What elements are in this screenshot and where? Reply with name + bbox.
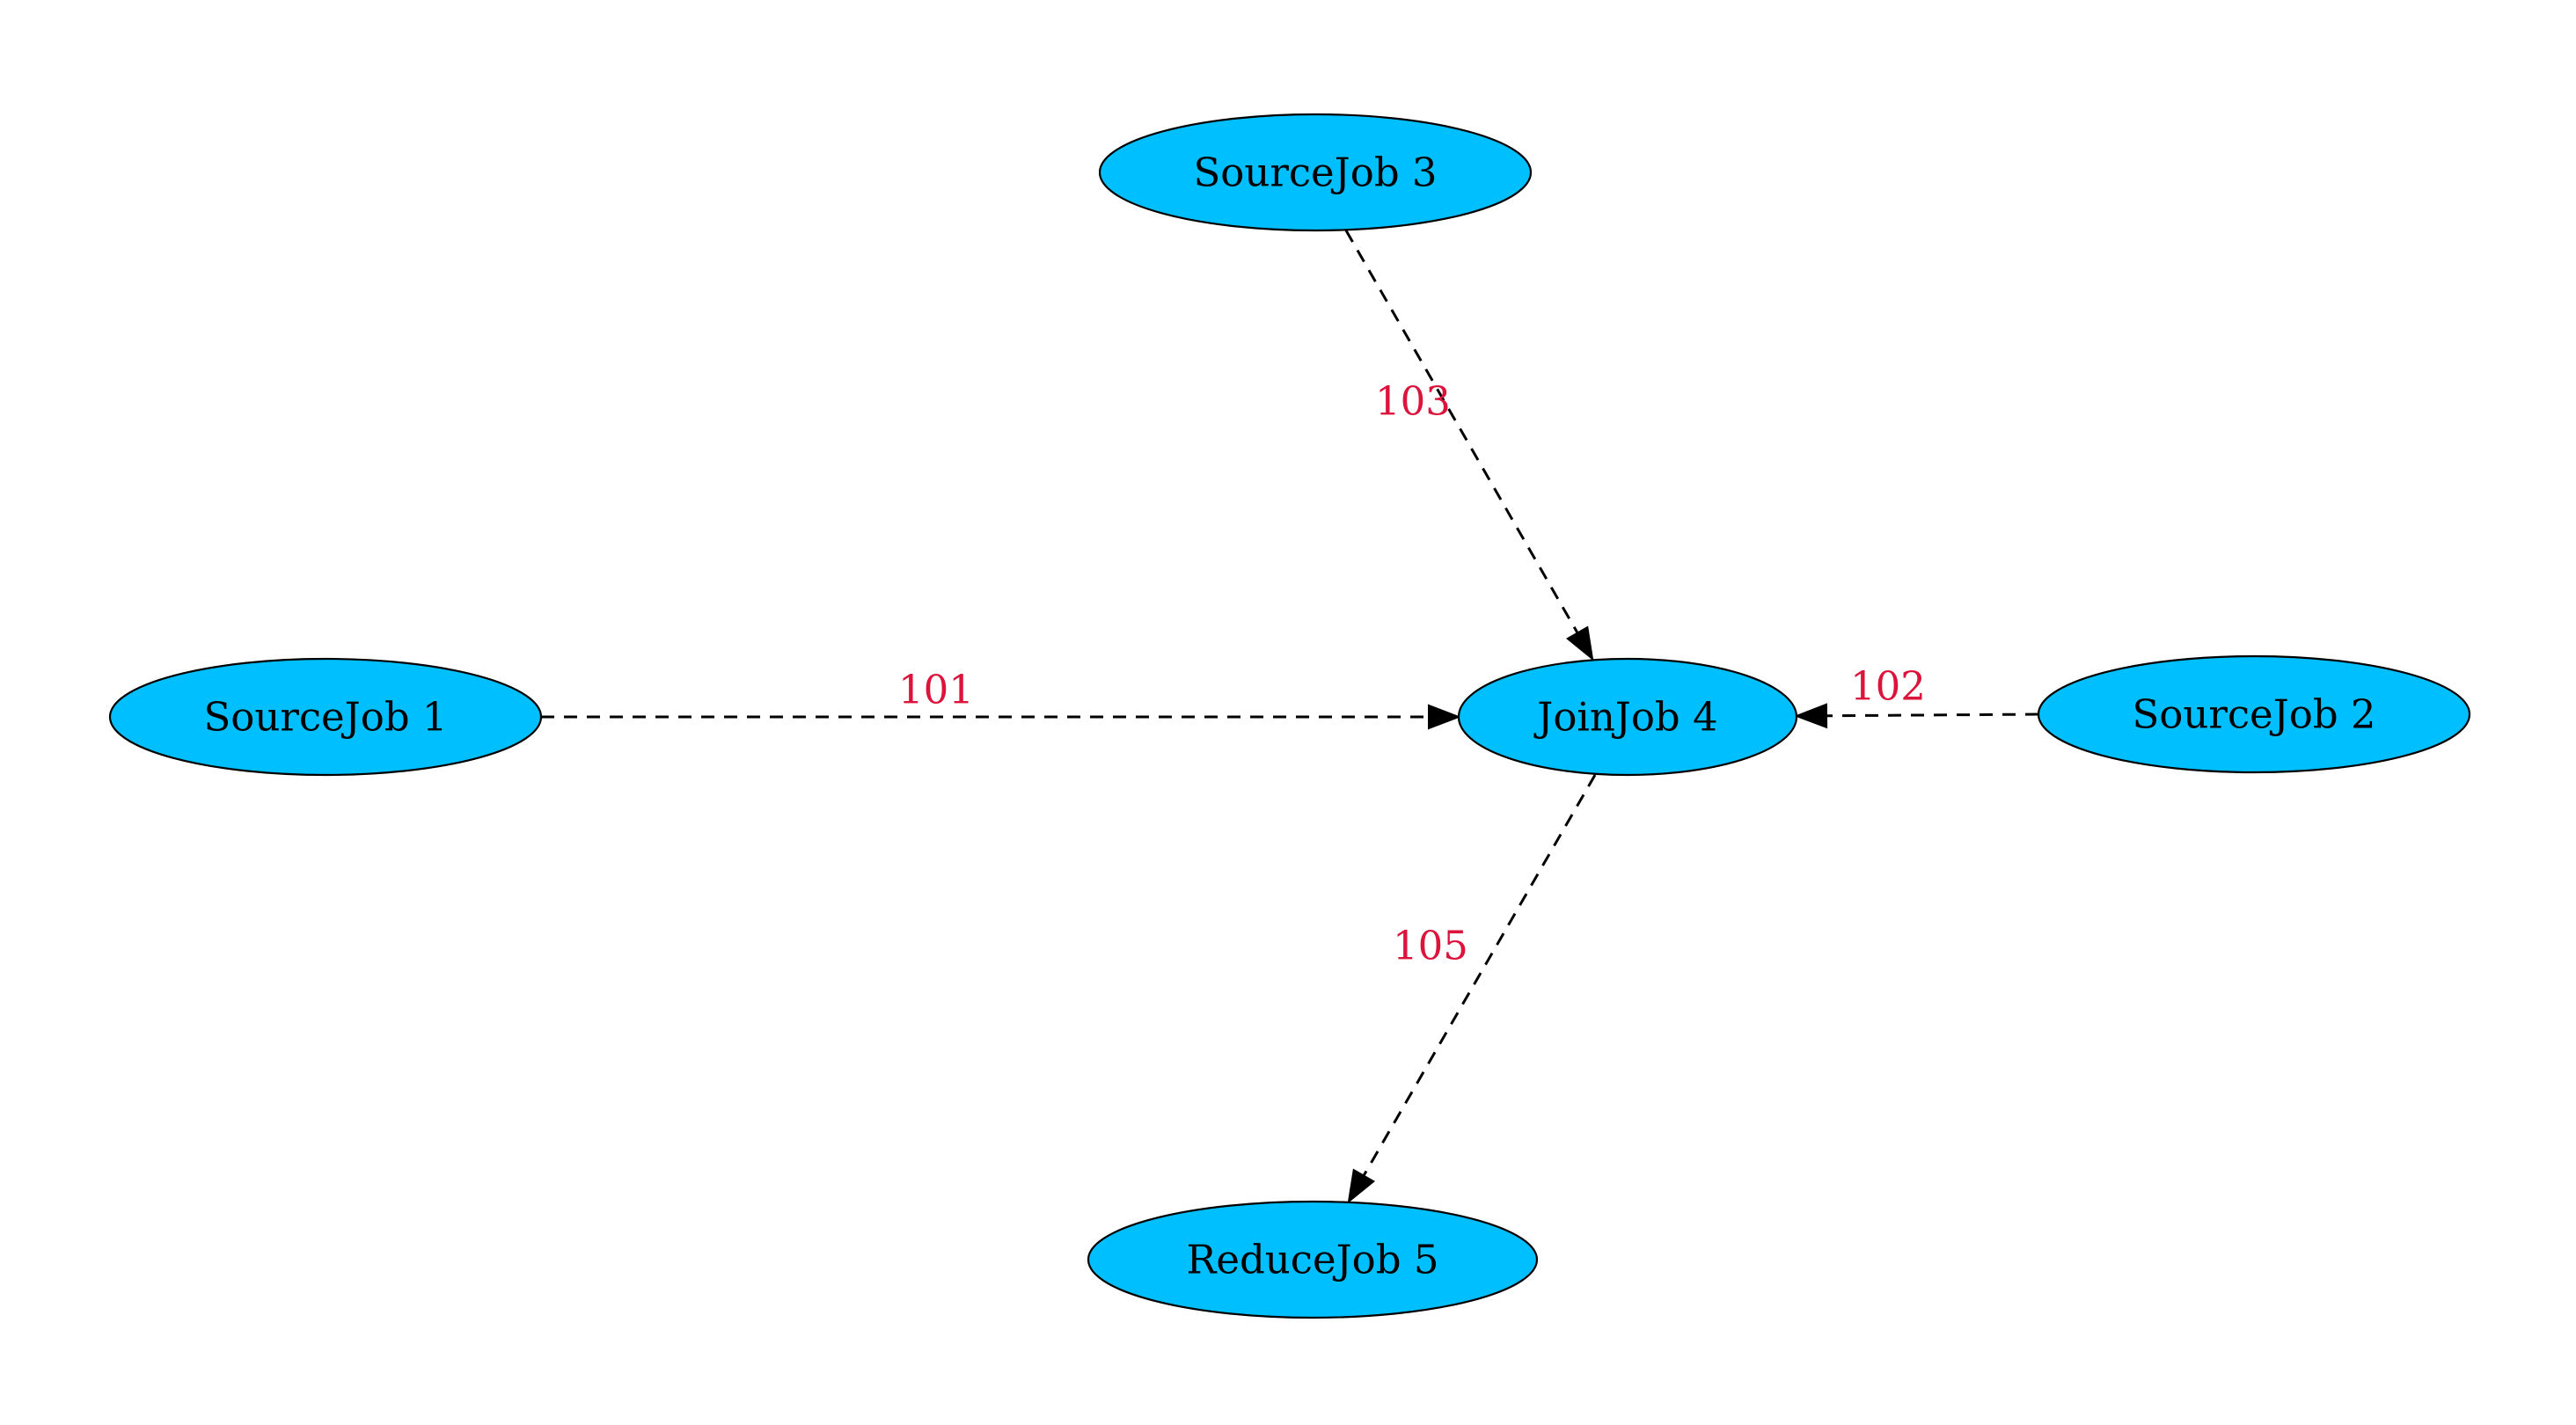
arrowhead-icon	[1566, 625, 1594, 661]
arrowhead-icon	[1794, 703, 1828, 729]
edge-label: 105	[1393, 923, 1468, 969]
node-label: SourceJob 1	[203, 694, 447, 741]
edge-label: 102	[1850, 663, 1926, 710]
arrowhead-icon	[1347, 1168, 1376, 1204]
node-ellipse[interactable]	[1098, 113, 1533, 232]
edge-label: 101	[898, 667, 974, 713]
node-s1[interactable]: SourceJob 1	[108, 657, 543, 777]
node-ellipse[interactable]	[2037, 654, 2471, 774]
node-s2[interactable]: SourceJob 2	[2037, 654, 2471, 774]
node-label: SourceJob 3	[1193, 150, 1437, 196]
edge-line	[1362, 774, 1597, 1177]
edge-line	[1344, 230, 1579, 634]
edge-line	[1826, 712, 2039, 718]
edge-j4-to-r5	[1347, 774, 1597, 1204]
nodes-layer: SourceJob 1 SourceJob 2 SourceJob 3 JoinJob…	[108, 113, 2471, 1319]
node-ellipse[interactable]	[1457, 657, 1798, 777]
edge-labels-layer: 101 102 103 105	[898, 378, 1926, 969]
arrowhead-icon	[1428, 704, 1461, 730]
node-r5[interactable]: ReduceJob 5	[1087, 1200, 1539, 1319]
node-label: JoinJob 4	[1533, 694, 1717, 741]
edge-s2-to-j4	[1794, 703, 2039, 729]
edges-layer	[541, 230, 2039, 1204]
node-label: ReduceJob 5	[1186, 1237, 1438, 1283]
edge-label: 103	[1375, 378, 1451, 425]
node-label: SourceJob 2	[2132, 691, 2375, 738]
node-j4[interactable]: JoinJob 4	[1457, 657, 1798, 777]
node-ellipse[interactable]	[108, 657, 543, 777]
edge-s1-to-j4	[541, 704, 1461, 730]
node-s3[interactable]: SourceJob 3	[1098, 113, 1533, 232]
edge-s3-to-j4	[1344, 230, 1594, 661]
node-ellipse[interactable]	[1087, 1200, 1539, 1319]
